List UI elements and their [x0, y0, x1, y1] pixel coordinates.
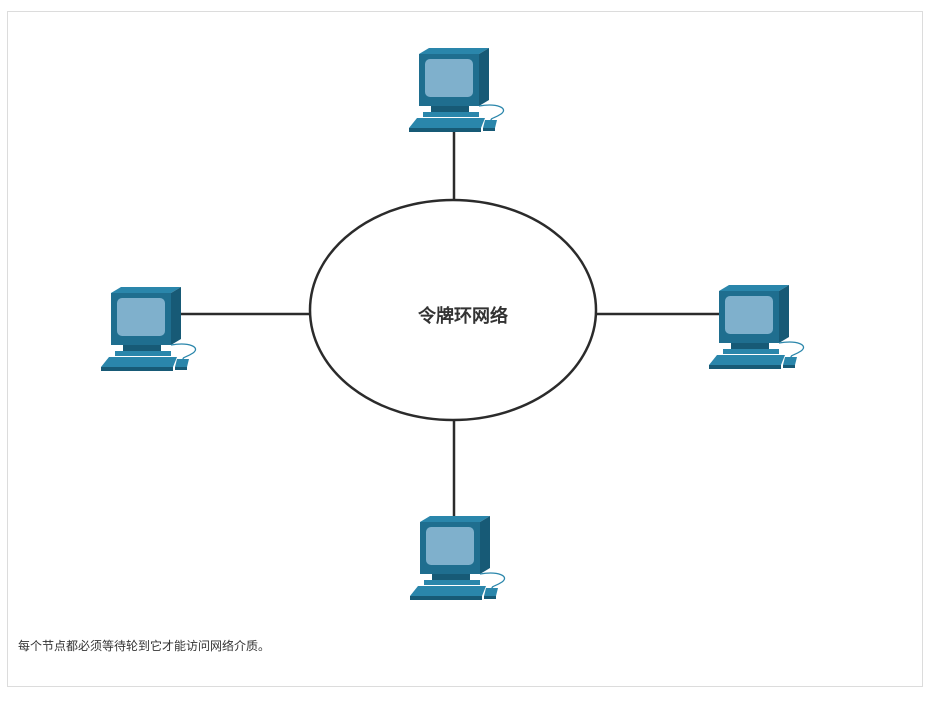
computer-bottom-icon [409, 515, 506, 601]
ring-label: 令牌环网络 [417, 305, 508, 327]
computer-left-icon [100, 286, 197, 372]
computer-right-icon [708, 284, 805, 370]
computer-top-icon [408, 47, 505, 133]
diagram-caption: 每个节点都必须等待轮到它才能访问网络介质。 [18, 639, 271, 653]
token-ring [308, 198, 598, 422]
